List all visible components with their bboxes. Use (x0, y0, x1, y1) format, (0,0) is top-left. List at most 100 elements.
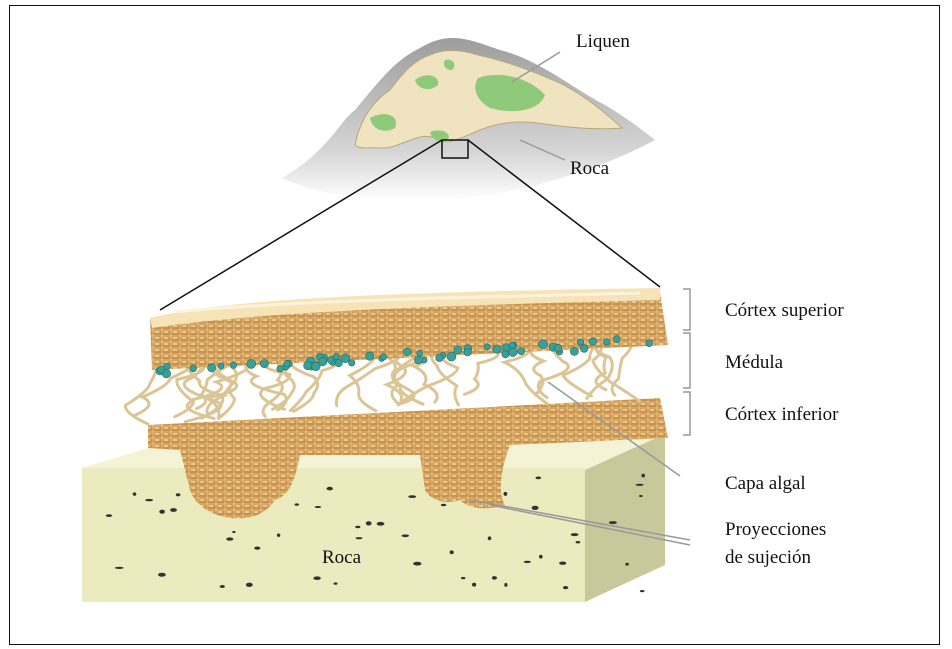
rock-speckle (145, 499, 153, 501)
rock-speckle (334, 582, 338, 584)
rock-speckle (327, 487, 333, 491)
algal-cell (311, 362, 320, 371)
rock-speckle (535, 477, 541, 480)
rock-speckle (559, 562, 566, 565)
rock-speckle (563, 586, 568, 589)
rock-speckle (295, 503, 299, 505)
rock-speckle (609, 521, 617, 524)
rock-speckle (355, 526, 360, 528)
rock-speckle (377, 522, 385, 526)
algal-cell (580, 345, 588, 353)
algal-cell (509, 342, 515, 348)
algal-cell (577, 339, 583, 345)
algal-cell (335, 359, 342, 366)
label-liquen: Liquen (576, 31, 630, 52)
rock-speckle (159, 510, 165, 514)
rock-speckle (524, 561, 531, 563)
rock-speckle (639, 495, 643, 497)
rock-speckle (226, 537, 233, 540)
algal-cell (493, 345, 501, 353)
algal-cell (284, 360, 290, 366)
rock-speckle (504, 492, 508, 496)
algal-cell (570, 347, 578, 355)
algal-cell (366, 352, 374, 360)
label-cortex-superior: Córtex superior (725, 300, 844, 321)
algal-cell (327, 357, 334, 364)
algal-cell (509, 348, 518, 357)
bracket-medula (683, 333, 690, 388)
rock-speckle (488, 536, 492, 540)
label-proyecciones-line1: Proyecciones (725, 519, 826, 540)
algal-cell (260, 360, 268, 368)
label-capa-algal: Capa algal (725, 473, 806, 494)
algal-cell (554, 344, 562, 352)
rock-speckle (640, 590, 645, 592)
algal-cell (589, 338, 596, 345)
algal-cell (502, 351, 509, 358)
algal-cell (613, 336, 620, 343)
algal-cell (414, 356, 422, 364)
hypha-strand (538, 345, 568, 398)
hypha-strand (612, 341, 633, 395)
rock-speckle (115, 567, 124, 569)
rock-speckle (313, 576, 320, 580)
rock-block (82, 434, 665, 602)
bracket-cortex-superior (683, 289, 690, 330)
algal-cell (539, 340, 548, 349)
algal-cell (304, 362, 312, 370)
rock-speckle (277, 534, 280, 537)
rock-speckle (246, 583, 253, 587)
algal-cell (603, 339, 610, 346)
rock-speckle (356, 537, 363, 539)
rock-speckle (220, 585, 225, 588)
algal-cell (454, 346, 462, 354)
rock-speckle (539, 555, 543, 559)
rock-speckle (402, 534, 410, 537)
rock-speckle (232, 531, 235, 533)
bracket-cortex-inferior (683, 392, 690, 435)
algal-cell (447, 352, 456, 361)
label-medula: Médula (725, 352, 784, 373)
label-proyecciones-line2: de sujeción (725, 547, 812, 568)
algal-cell (646, 340, 653, 347)
rock-speckle (413, 562, 421, 566)
rock-speckle (254, 547, 260, 550)
algal-cell (208, 364, 216, 372)
rock-speckle (441, 504, 447, 506)
rock-speckle (158, 573, 166, 577)
algal-cell (417, 350, 423, 356)
rock-speckle (576, 541, 581, 543)
label-cortex-inferior: Córtex inferior (725, 404, 839, 425)
hypha-strand (125, 365, 158, 424)
algal-cell (348, 360, 355, 367)
algal-cell (190, 365, 197, 372)
algal-cell (404, 348, 412, 356)
rock-speckle (315, 506, 322, 508)
rock-speckle (133, 492, 137, 495)
rock-speckle (636, 484, 644, 486)
label-roca-top: Roca (570, 158, 610, 179)
algal-cell (464, 349, 471, 356)
rock-speckle (504, 583, 507, 587)
algal-cell (436, 354, 444, 362)
algal-cell (247, 359, 256, 368)
algal-cell (381, 354, 387, 360)
algal-cell (518, 348, 525, 355)
layer-brackets (683, 289, 690, 435)
rock-speckle (625, 563, 629, 566)
rock-speckle (450, 550, 454, 554)
rock-speckle (461, 577, 465, 579)
algal-cell (277, 365, 284, 372)
algal-cell (157, 366, 164, 373)
algal-cell (230, 362, 236, 368)
rock-speckle (571, 533, 579, 536)
rock-speckle (170, 508, 177, 512)
label-roca-bottom: Roca (322, 547, 362, 568)
rock-speckle (492, 576, 497, 580)
rock-speckle (408, 495, 416, 498)
algal-cell (218, 363, 224, 369)
algal-cell (484, 344, 490, 350)
rock-speckle (532, 506, 539, 510)
algal-cell (164, 363, 171, 370)
